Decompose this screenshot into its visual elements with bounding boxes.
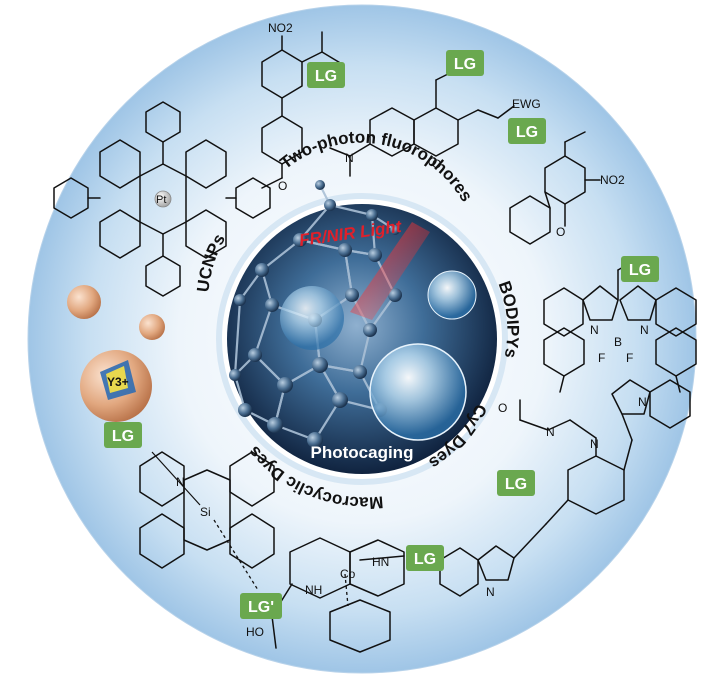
n-plus-cy7-label: N bbox=[638, 395, 647, 409]
bubble-large bbox=[369, 343, 467, 441]
svg-text:LG: LG bbox=[315, 68, 337, 85]
n-label-bodipy: N bbox=[640, 323, 649, 337]
bubble-inside-cage bbox=[280, 286, 344, 350]
pt-label: Pt bbox=[156, 194, 166, 206]
tag-lg-prime: LG' bbox=[240, 593, 282, 619]
svg-text:LG: LG bbox=[505, 476, 527, 493]
o-label: O bbox=[278, 179, 287, 193]
o-dbf-label: O bbox=[556, 225, 565, 239]
fullerene-nodes bbox=[229, 180, 402, 448]
y3-label: Y3+ bbox=[107, 375, 129, 389]
center-image: FR/NIR Light Photocaging bbox=[227, 180, 497, 474]
svg-text:LG: LG bbox=[629, 262, 651, 279]
light-beam bbox=[350, 222, 430, 320]
structure-bodipy: N B F F N bbox=[543, 261, 697, 393]
no2-dbf-label: NO2 bbox=[600, 173, 625, 187]
ho-label: HO bbox=[246, 625, 264, 639]
structure-pt-porphyrin: Pt bbox=[53, 101, 271, 297]
structure-si-phthalocyanine: Si N bbox=[139, 451, 275, 591]
b-label: B bbox=[614, 335, 622, 349]
tag-lg-coumarin: LG bbox=[446, 50, 484, 76]
tag-lg-dibenzofuran: LG bbox=[508, 118, 546, 144]
svg-text:LG: LG bbox=[454, 56, 476, 73]
tag-lg-cobalamin: LG bbox=[406, 545, 444, 571]
n-si-label: N bbox=[176, 475, 185, 489]
n-carbamate-label: N bbox=[546, 425, 555, 439]
structure-cobalamin: Co HN NH HO bbox=[246, 537, 405, 653]
structure-dibenzofuran: NO2 O bbox=[509, 131, 625, 245]
ewg-label: EWG bbox=[512, 97, 541, 111]
n-plus-label: N bbox=[590, 323, 599, 337]
structure-cy7: N N N N O bbox=[439, 379, 691, 599]
tag-lg-si: LG bbox=[104, 422, 142, 448]
ucnp-particles: Y3+ bbox=[67, 285, 165, 422]
tag-lg-nitrobiphenyl: LG bbox=[307, 62, 345, 88]
tag-lg-bodipy: LG bbox=[621, 256, 659, 282]
si-label: Si bbox=[200, 505, 211, 519]
f-label-1: F bbox=[598, 351, 605, 365]
hn-label: HN bbox=[372, 555, 389, 569]
f-label-2: F bbox=[626, 351, 633, 365]
svg-text:LG: LG bbox=[516, 124, 538, 141]
svg-text:LG': LG' bbox=[248, 599, 274, 616]
bubble-small bbox=[427, 270, 477, 320]
n-label: N bbox=[345, 151, 354, 165]
svg-text:LG: LG bbox=[414, 551, 436, 568]
nh-label: NH bbox=[305, 583, 322, 597]
o-carbamate-label: O bbox=[498, 401, 507, 415]
n-cy7-label: N bbox=[590, 437, 599, 451]
svg-text:LG: LG bbox=[112, 428, 134, 445]
no2-label: NO2 bbox=[268, 21, 293, 35]
center-caption: Photocaging bbox=[311, 443, 414, 462]
co-label: Co bbox=[340, 567, 356, 581]
n-indole-label: N bbox=[486, 585, 495, 599]
o-ring-label: O bbox=[432, 157, 441, 171]
tag-lg-cy7: LG bbox=[497, 470, 535, 496]
